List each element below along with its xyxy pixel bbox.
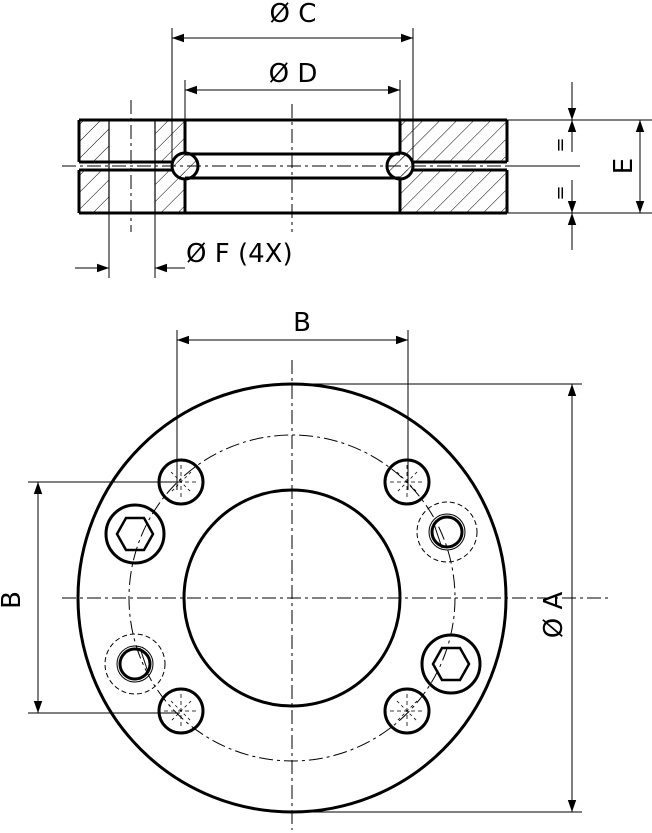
dimension-e <box>507 82 652 250</box>
lower-plate <box>77 168 509 215</box>
dimension-dia-d <box>184 80 401 120</box>
label-equal-bottom: = <box>550 185 571 200</box>
dimension-dia-c <box>171 28 414 166</box>
section-hatching <box>79 120 507 213</box>
label-dim-e: E <box>609 158 639 174</box>
label-dia-c: Ø C <box>270 0 317 29</box>
hex-socket-screw-upper-left <box>104 503 166 565</box>
dimension-b-horizontal <box>176 330 409 490</box>
section-centerlines <box>62 100 520 232</box>
label-b-horizontal: B <box>293 308 311 338</box>
hex-socket-screw-lower-right <box>420 633 482 695</box>
dimension-dia-a <box>292 383 582 813</box>
label-dia-d: Ø D <box>269 59 318 89</box>
label-b-vertical: B <box>0 591 27 609</box>
section-view <box>62 100 520 232</box>
plan-view <box>62 360 610 830</box>
threaded-hole-left <box>104 633 166 695</box>
label-equal-top: = <box>550 137 571 152</box>
through-hole-top-right <box>383 458 431 506</box>
dimension-dia-f <box>75 213 185 278</box>
label-dia-f: Ø F (4X) <box>186 239 293 269</box>
threaded-hole-right <box>416 501 478 563</box>
label-dia-a: Ø A <box>539 592 569 639</box>
through-hole-bottom-left <box>157 687 205 735</box>
dimension-b-vertical <box>28 481 180 714</box>
plan-centerlines <box>62 360 610 830</box>
through-hole-bottom-right <box>383 687 431 735</box>
